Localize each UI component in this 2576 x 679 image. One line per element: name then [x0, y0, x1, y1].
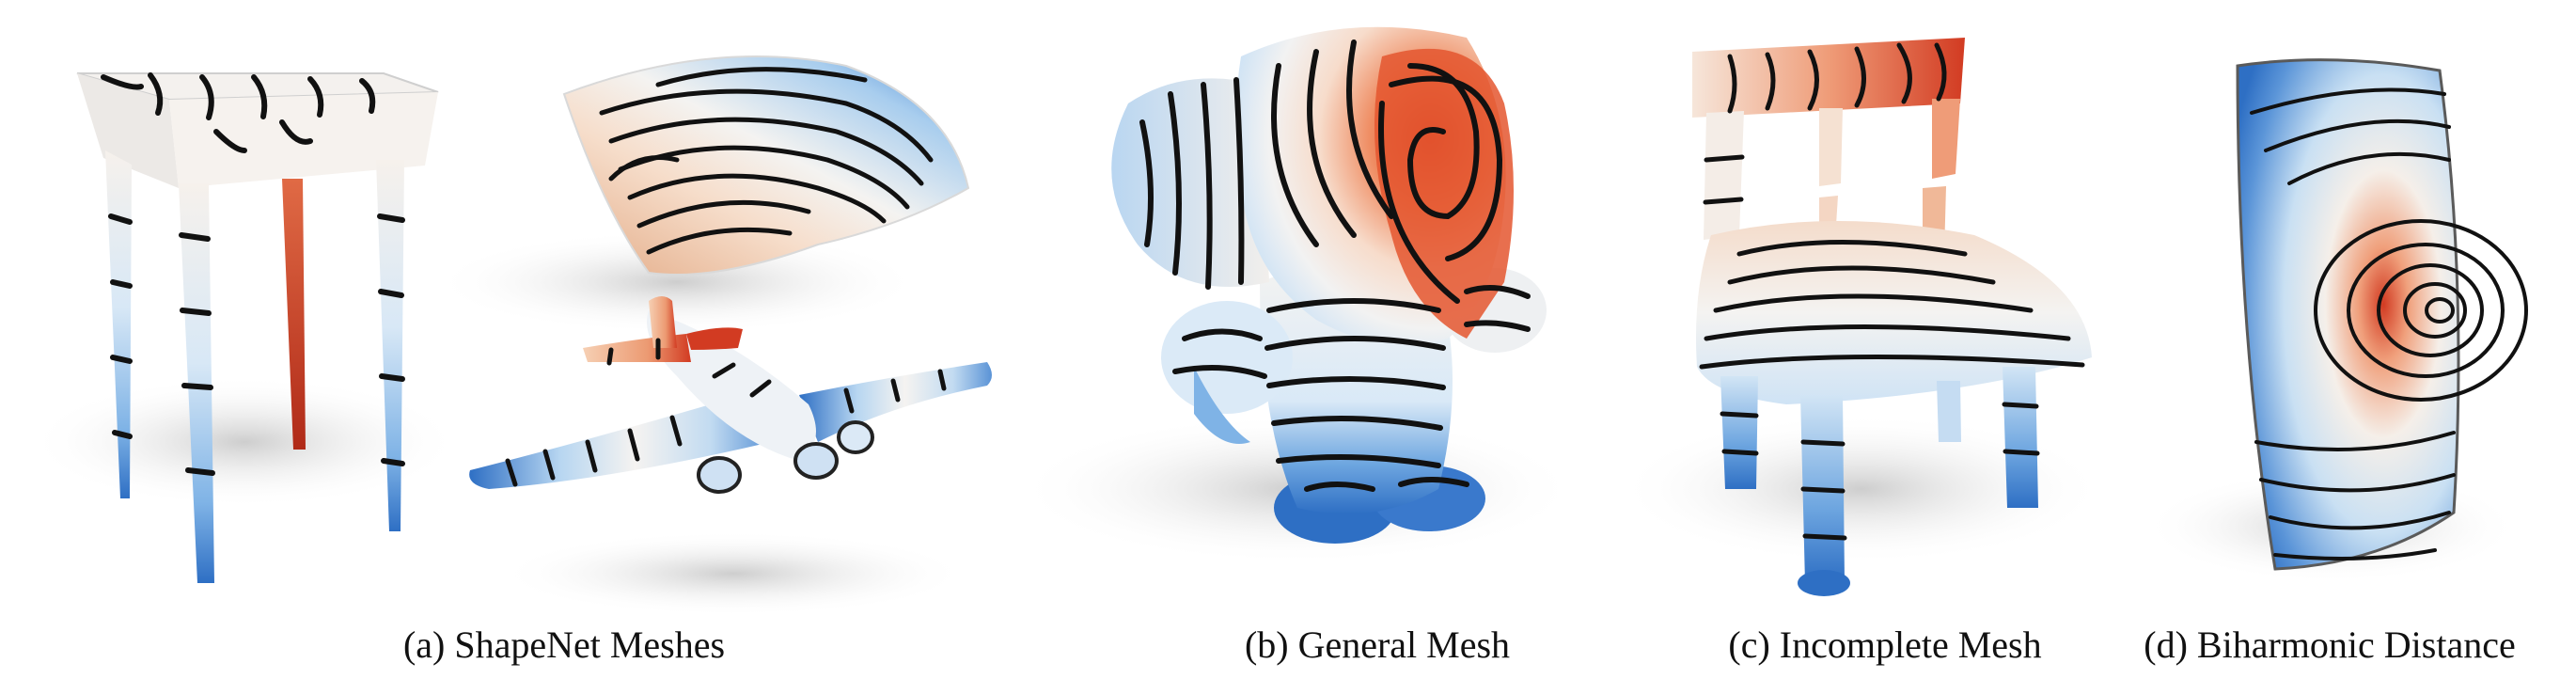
elephant-mesh	[1015, 26, 1579, 564]
caption-shapenet-meshes: (a) ShapeNet Meshes	[402, 624, 726, 666]
chair-mesh	[1617, 38, 2106, 596]
table-mesh	[28, 72, 461, 583]
airplane-mesh	[469, 296, 992, 616]
slab-mesh	[2144, 58, 2528, 583]
caption-biharmonic-distance: (d) Biharmonic Distance	[2144, 624, 2516, 666]
pillow-mesh	[432, 55, 970, 334]
caption-general-mesh: (b) General Mesh	[1244, 624, 1511, 666]
caption-incomplete-mesh: (c) Incomplete Mesh	[1728, 624, 2042, 666]
